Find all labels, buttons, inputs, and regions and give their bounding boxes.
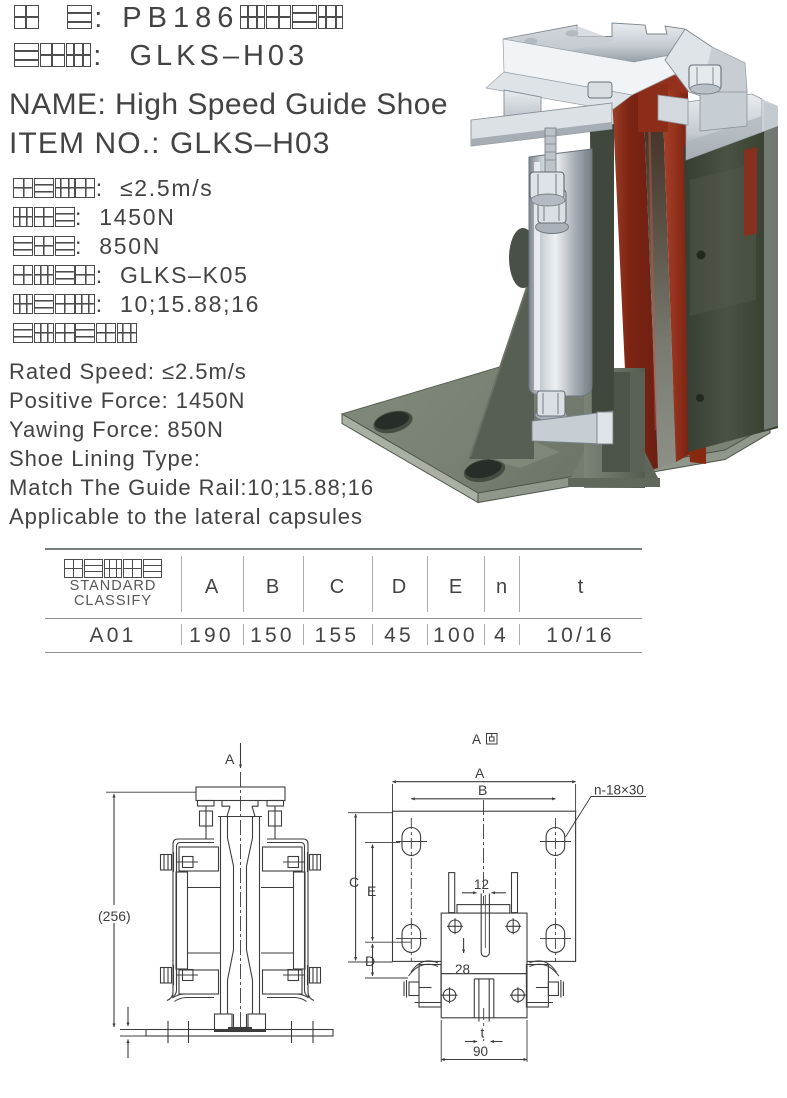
svg-text:A: A (225, 751, 235, 767)
svg-text:12: 12 (474, 877, 489, 892)
svg-text:n-18×30: n-18×30 (594, 783, 644, 798)
svg-text:E: E (367, 883, 376, 899)
svg-text:t: t (481, 1026, 485, 1041)
svg-text:B: B (478, 782, 487, 798)
svg-text:C: C (349, 874, 359, 890)
svg-text:A: A (475, 765, 485, 781)
svg-text:90: 90 (473, 1044, 488, 1059)
svg-text:D: D (365, 953, 375, 969)
svg-text:A: A (472, 732, 481, 747)
svg-text:(256): (256) (98, 908, 131, 924)
